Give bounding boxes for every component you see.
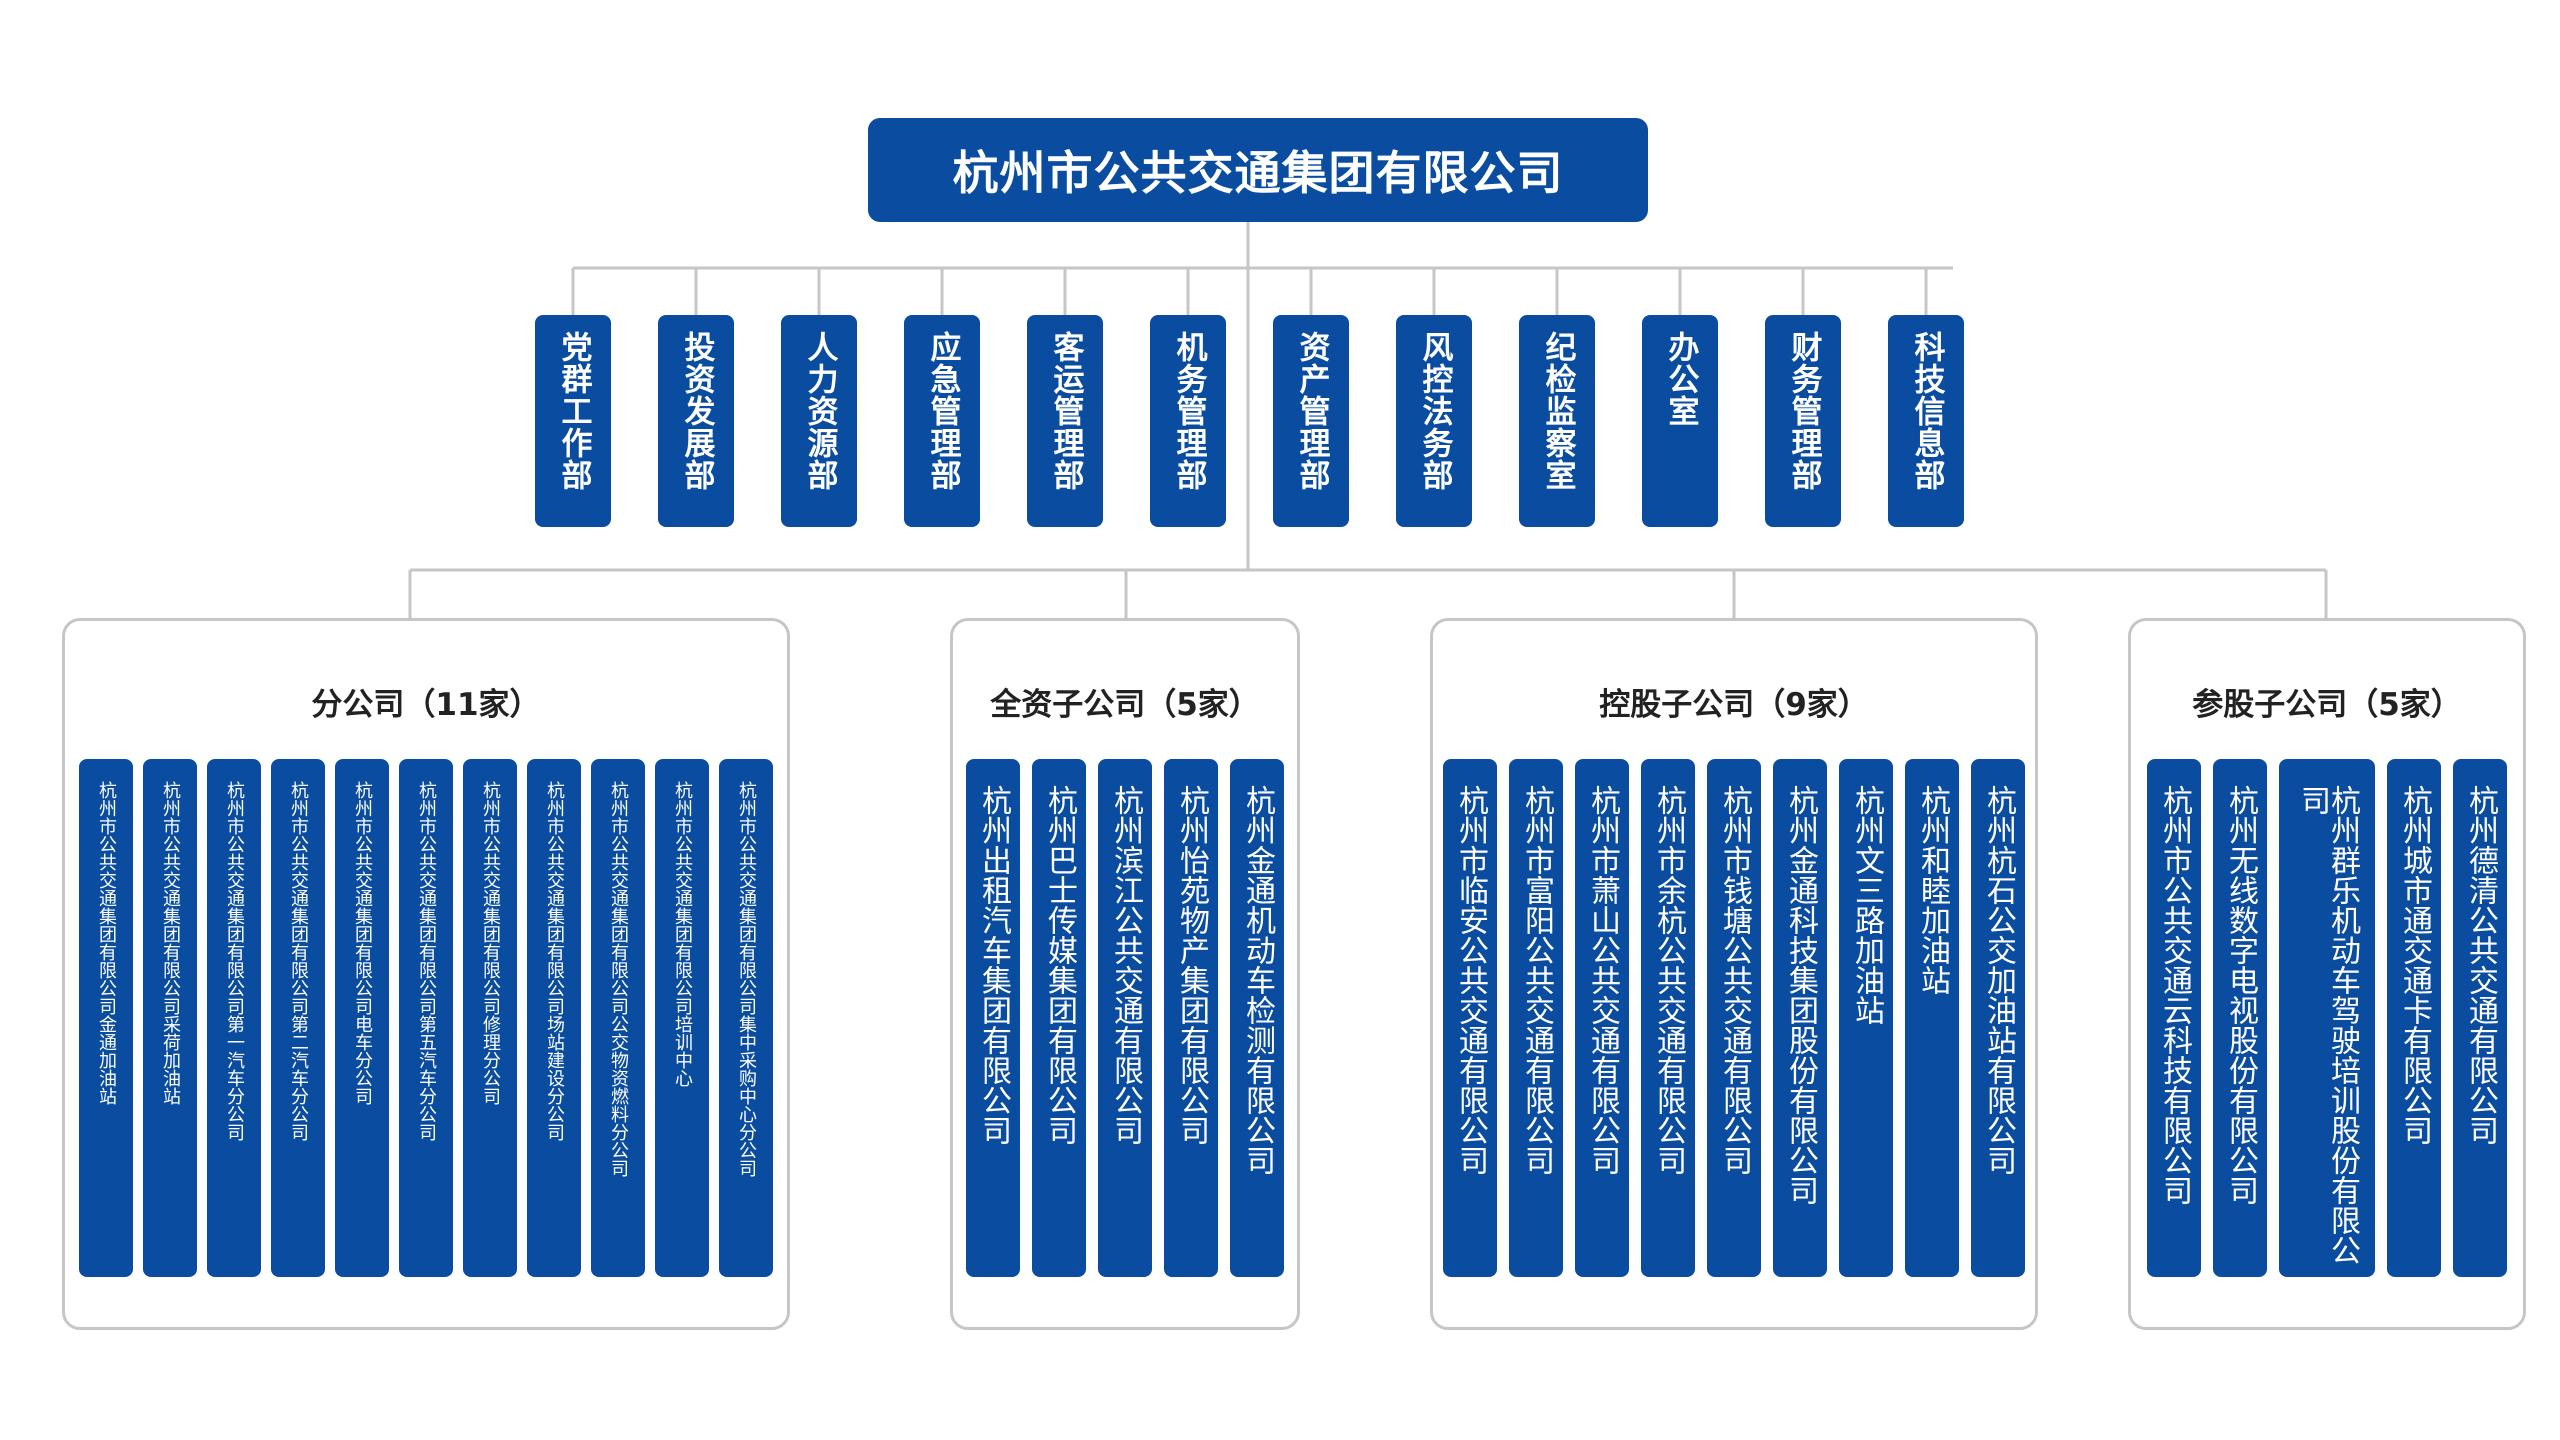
company-box: 杭州和睦加油站 (1905, 759, 1959, 1277)
company-box: 杭州滨江公共交通有限公司 (1098, 759, 1152, 1277)
dept-box: 财务管理部 (1765, 315, 1841, 527)
company-box: 杭州巴士传媒集团有限公司 (1032, 759, 1086, 1277)
company-box: 杭州市公共交通集团有限公司场站建设分公司 (527, 759, 581, 1277)
company-label: 杭州市公共交通集团有限公司公交物资燃料分公司 (608, 781, 629, 1177)
company-box: 杭州德清公共交通有限公司 (2453, 759, 2507, 1277)
company-label: 杭州市临安公共交通有限公司 (1453, 785, 1488, 1175)
dept-box: 人力资源部 (781, 315, 857, 527)
company-box: 杭州杭石公交加油站有限公司 (1971, 759, 2025, 1277)
dept-label: 人力资源部 (801, 331, 838, 491)
dept-label: 客运管理部 (1047, 331, 1084, 491)
company-list: 杭州出租汽车集团有限公司 杭州巴士传媒集团有限公司 杭州滨江公共交通有限公司 杭… (953, 759, 1297, 1277)
company-label: 杭州市公共交通集团有限公司第一汽车分公司 (224, 781, 245, 1141)
company-label: 杭州群乐机动车驾驶培训股份有限公司 (2295, 785, 2360, 1265)
company-list: 杭州市公共交通云科技有限公司 杭州无线数字电视股份有限公司 杭州群乐机动车驾驶培… (2131, 759, 2523, 1277)
company-box: 杭州市临安公共交通有限公司 (1443, 759, 1497, 1277)
company-box: 杭州城市通交通卡有限公司 (2387, 759, 2441, 1277)
company-label: 杭州市公共交通集团有限公司场站建设分公司 (544, 781, 565, 1141)
company-label: 杭州德清公共交通有限公司 (2463, 785, 2498, 1145)
company-label: 杭州金通机动车检测有限公司 (1240, 785, 1275, 1175)
company-box: 杭州市萧山公共交通有限公司 (1575, 759, 1629, 1277)
company-label: 杭州市萧山公共交通有限公司 (1585, 785, 1620, 1175)
dept-label: 应急管理部 (924, 331, 961, 491)
company-label: 杭州市公共交通集团有限公司集中采购中心分公司 (736, 781, 757, 1177)
group-title: 全资子公司（5家） (990, 687, 1260, 723)
dept-box: 客运管理部 (1027, 315, 1103, 527)
company-box: 杭州市公共交通集团有限公司修理分公司 (463, 759, 517, 1277)
company-box: 杭州市公共交通集团有限公司公交物资燃料分公司 (591, 759, 645, 1277)
dept-label: 投资发展部 (678, 331, 715, 491)
dept-box: 党群工作部 (535, 315, 611, 527)
company-box: 杭州市富阳公共交通有限公司 (1509, 759, 1563, 1277)
company-label: 杭州市公共交通集团有限公司修理分公司 (480, 781, 501, 1105)
dept-box: 办公室 (1642, 315, 1718, 527)
company-label: 杭州和睦加油站 (1915, 785, 1950, 995)
company-label: 杭州市公共交通集团有限公司电车分公司 (352, 781, 373, 1105)
company-label: 杭州滨江公共交通有限公司 (1108, 785, 1143, 1145)
group-title: 分公司（11家） (311, 687, 541, 723)
group-holding-subsidiaries: 控股子公司（9家） 杭州市临安公共交通有限公司 杭州市富阳公共交通有限公司 杭州… (1430, 618, 2038, 1330)
group-minority-subsidiaries: 参股子公司（5家） 杭州市公共交通云科技有限公司 杭州无线数字电视股份有限公司 … (2128, 618, 2526, 1330)
company-label: 杭州市公共交通集团有限公司金通加油站 (96, 781, 117, 1105)
dept-box: 投资发展部 (658, 315, 734, 527)
company-label: 杭州市余杭公共交通有限公司 (1651, 785, 1686, 1175)
company-label: 杭州市钱塘公共交通有限公司 (1717, 785, 1752, 1175)
company-label: 杭州金通科技集团股份有限公司 (1783, 785, 1818, 1205)
company-box: 杭州市公共交通云科技有限公司 (2147, 759, 2201, 1277)
group-branch-companies: 分公司（11家） 杭州市公共交通集团有限公司金通加油站 杭州市公共交通集团有限公… (62, 618, 790, 1330)
company-box: 杭州市公共交通集团有限公司第二汽车分公司 (271, 759, 325, 1277)
company-box: 杭州市公共交通集团有限公司第一汽车分公司 (207, 759, 261, 1277)
company-box: 杭州市公共交通集团有限公司金通加油站 (79, 759, 133, 1277)
dept-label: 纪检监察室 (1539, 331, 1576, 491)
company-box: 杭州金通机动车检测有限公司 (1230, 759, 1284, 1277)
dept-label: 机务管理部 (1170, 331, 1207, 491)
company-box: 杭州群乐机动车驾驶培训股份有限公司 (2279, 759, 2375, 1277)
root-title: 杭州市公共交通集团有限公司 (952, 146, 1564, 200)
company-label: 杭州怡苑物产集团有限公司 (1174, 785, 1209, 1145)
dept-box: 纪检监察室 (1519, 315, 1595, 527)
company-label: 杭州市公共交通集团有限公司第五汽车分公司 (416, 781, 437, 1141)
root-company-box: 杭州市公共交通集团有限公司 (868, 118, 1648, 222)
company-box: 杭州市余杭公共交通有限公司 (1641, 759, 1695, 1277)
company-label: 杭州城市通交通卡有限公司 (2397, 785, 2432, 1145)
company-box: 杭州出租汽车集团有限公司 (966, 759, 1020, 1277)
company-box: 杭州市公共交通集团有限公司采荷加油站 (143, 759, 197, 1277)
group-title: 参股子公司（5家） (2192, 687, 2462, 723)
company-label: 杭州杭石公交加油站有限公司 (1981, 785, 2016, 1175)
company-list: 杭州市公共交通集团有限公司金通加油站 杭州市公共交通集团有限公司采荷加油站 杭州… (65, 759, 787, 1277)
company-box: 杭州文三路加油站 (1839, 759, 1893, 1277)
dept-box: 机务管理部 (1150, 315, 1226, 527)
company-label: 杭州无线数字电视股份有限公司 (2223, 785, 2258, 1205)
company-label: 杭州市公共交通集团有限公司第二汽车分公司 (288, 781, 309, 1141)
company-label: 杭州市富阳公共交通有限公司 (1519, 785, 1554, 1175)
dept-label: 风控法务部 (1416, 331, 1453, 491)
company-box: 杭州金通科技集团股份有限公司 (1773, 759, 1827, 1277)
company-box: 杭州市公共交通集团有限公司第五汽车分公司 (399, 759, 453, 1277)
company-label: 杭州巴士传媒集团有限公司 (1042, 785, 1077, 1145)
company-label: 杭州市公共交通集团有限公司采荷加油站 (160, 781, 181, 1105)
group-title: 控股子公司（9家） (1599, 687, 1869, 723)
dept-box: 风控法务部 (1396, 315, 1472, 527)
company-label: 杭州市公共交通云科技有限公司 (2157, 785, 2192, 1205)
company-label: 杭州出租汽车集团有限公司 (976, 785, 1011, 1145)
company-box: 杭州市公共交通集团有限公司集中采购中心分公司 (719, 759, 773, 1277)
dept-label: 财务管理部 (1785, 331, 1822, 491)
company-box: 杭州市公共交通集团有限公司电车分公司 (335, 759, 389, 1277)
dept-label: 资产管理部 (1293, 331, 1330, 491)
company-box: 杭州市钱塘公共交通有限公司 (1707, 759, 1761, 1277)
company-label: 杭州文三路加油站 (1849, 785, 1884, 1025)
dept-box: 科技信息部 (1888, 315, 1964, 527)
dept-box: 资产管理部 (1273, 315, 1349, 527)
dept-label: 科技信息部 (1908, 331, 1945, 491)
company-label: 杭州市公共交通集团有限公司培训中心 (672, 781, 693, 1087)
company-box: 杭州市公共交通集团有限公司培训中心 (655, 759, 709, 1277)
company-list: 杭州市临安公共交通有限公司 杭州市富阳公共交通有限公司 杭州市萧山公共交通有限公… (1433, 759, 2035, 1277)
company-box: 杭州无线数字电视股份有限公司 (2213, 759, 2267, 1277)
dept-label: 办公室 (1662, 331, 1699, 427)
dept-label: 党群工作部 (555, 331, 592, 491)
dept-box: 应急管理部 (904, 315, 980, 527)
company-box: 杭州怡苑物产集团有限公司 (1164, 759, 1218, 1277)
group-wholly-owned-subsidiaries: 全资子公司（5家） 杭州出租汽车集团有限公司 杭州巴士传媒集团有限公司 杭州滨江… (950, 618, 1300, 1330)
